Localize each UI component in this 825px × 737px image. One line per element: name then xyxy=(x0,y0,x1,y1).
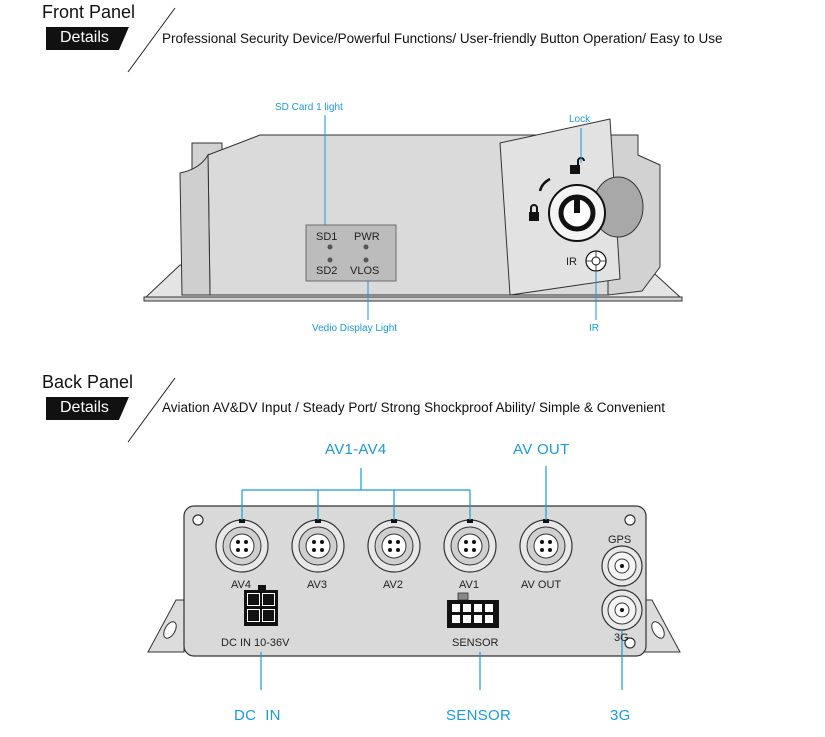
av2-connector xyxy=(367,519,421,573)
av3-connector xyxy=(291,519,345,573)
port-label-3g: 3G xyxy=(614,632,629,644)
port-label-av3: AV3 xyxy=(307,579,327,591)
back-header-slash xyxy=(127,377,176,443)
front-panel-title: Front Panel xyxy=(42,2,136,22)
back-panel-title: Back Panel xyxy=(42,372,134,392)
callout-video-display-light: Vedio Display Light xyxy=(312,323,398,334)
front-panel-device xyxy=(143,115,683,320)
port-label-av4: AV4 xyxy=(231,579,251,591)
callout-sensor: SENSOR xyxy=(446,707,512,724)
back-details-tag: Details xyxy=(46,397,129,420)
port-label-av-out: AV OUT xyxy=(521,579,562,591)
port-label-gps: GPS xyxy=(608,534,632,546)
front-tagline: Professional Security Device/Powerful Fu… xyxy=(162,31,723,46)
led-label-sd2: SD2 xyxy=(316,265,338,277)
front-header-slash xyxy=(127,7,176,73)
led-label-vlos: VLOS xyxy=(350,265,380,277)
front-details-tag: Details xyxy=(46,27,129,50)
port-label-av2: AV2 xyxy=(383,579,403,591)
sensor-connector xyxy=(447,592,499,628)
led-label-sd1: SD1 xyxy=(316,231,338,243)
av1-connector xyxy=(443,519,497,573)
port-label-dc-in: DC IN 10-36V xyxy=(221,637,290,649)
3g-antenna-connector xyxy=(601,589,643,631)
gps-antenna-connector xyxy=(601,545,643,587)
av4-connector xyxy=(215,519,269,573)
ir-sensor-label: IR xyxy=(566,256,577,268)
port-label-sensor: SENSOR xyxy=(452,637,499,649)
callout-3g: 3G xyxy=(610,707,631,724)
callout-ir: IR xyxy=(589,323,599,334)
av-out-connector xyxy=(519,519,573,573)
dc-in-connector xyxy=(244,585,278,626)
back-panel-device xyxy=(147,466,681,690)
led-label-pwr: PWR xyxy=(354,231,380,243)
callout-av1-av4: AV1-AV4 xyxy=(325,441,387,458)
callout-dc-in: DC IN xyxy=(234,707,281,724)
callout-av-out: AV OUT xyxy=(513,441,570,458)
callout-lock: Lock xyxy=(569,114,591,125)
callout-sd-card-light: SD Card 1 light xyxy=(275,102,343,113)
back-tagline: Aviation AV&DV Input / Steady Port/ Stro… xyxy=(162,400,666,415)
port-label-av1: AV1 xyxy=(459,579,479,591)
